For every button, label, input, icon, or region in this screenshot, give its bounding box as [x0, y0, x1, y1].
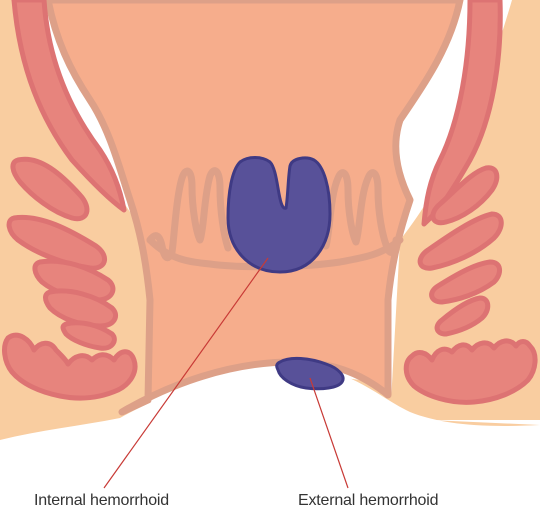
external-hemorrhoid-label: External hemorrhoid — [298, 492, 438, 510]
internal-hemorrhoid-label: Internal hemorrhoid — [34, 492, 169, 510]
